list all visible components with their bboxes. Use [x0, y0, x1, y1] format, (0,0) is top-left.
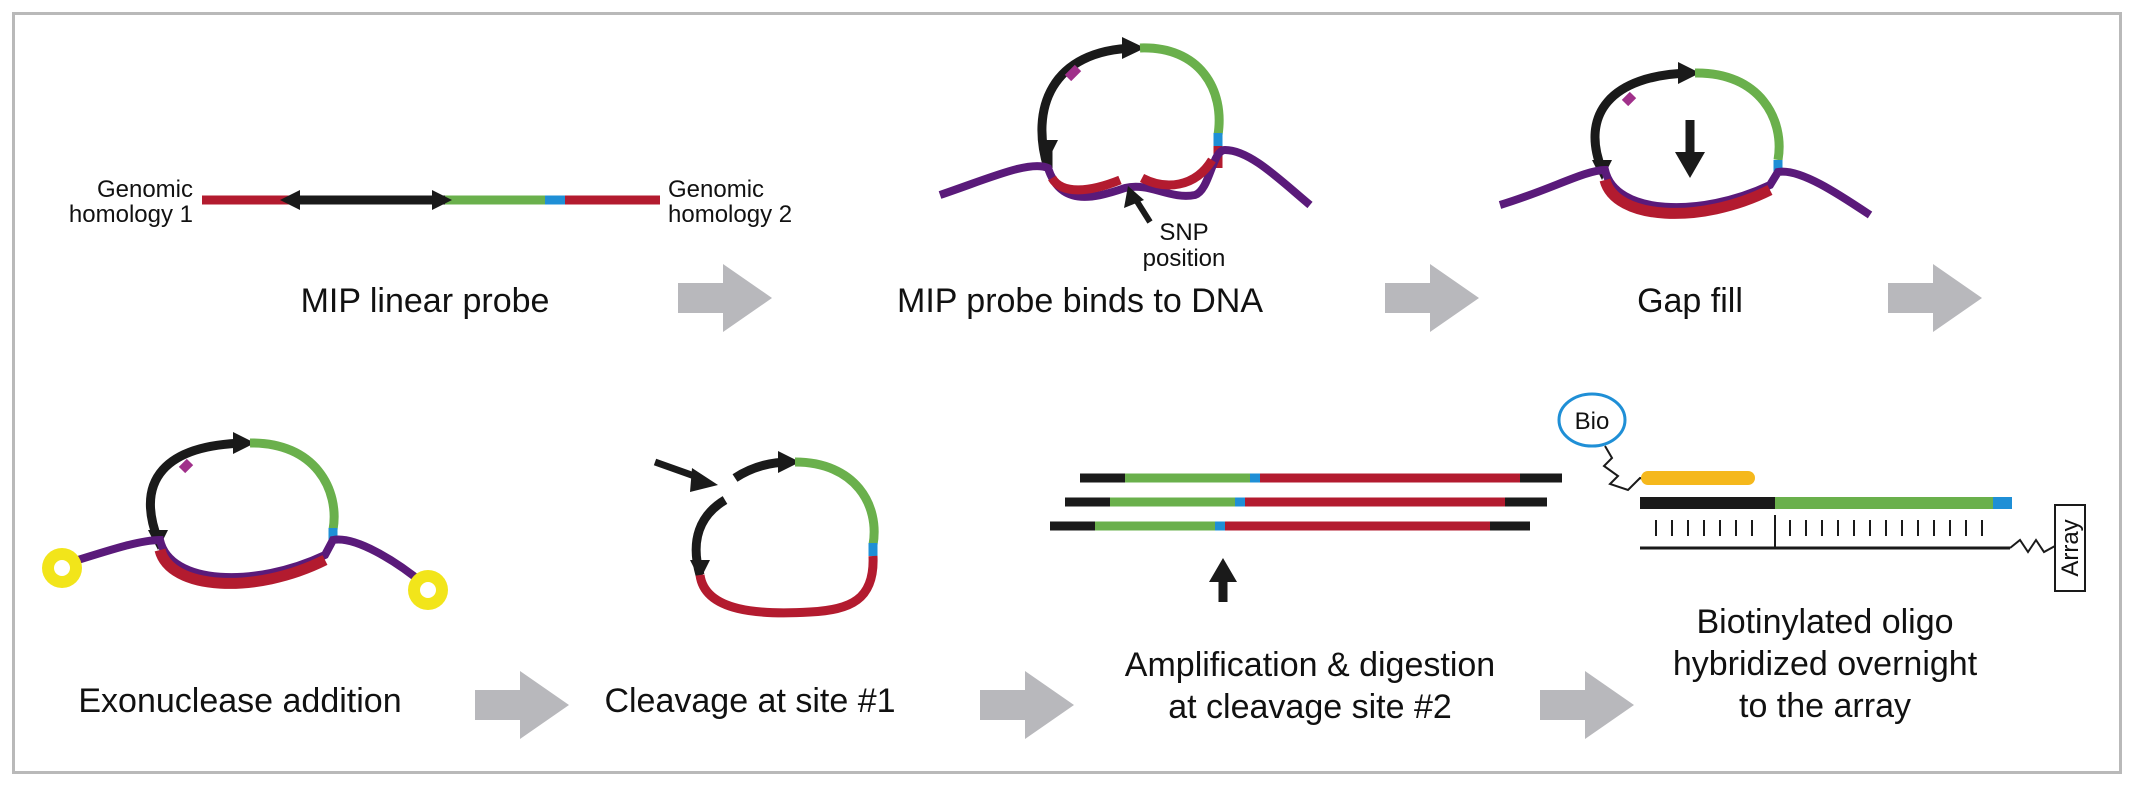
cleavage-arrow-icon: [690, 468, 718, 492]
caption-step7-line1: Biotinylated oligo: [1696, 603, 1953, 641]
array-label: Array: [2057, 519, 2084, 576]
gapfill-down-arrow-icon: [1675, 152, 1705, 178]
step-arrow-6-icon: [1540, 671, 1634, 739]
step-arrow-2-icon: [1385, 264, 1479, 332]
caption-step4: Exonuclease addition: [78, 682, 401, 720]
genomic-homology-1-line2: homology 1: [69, 201, 193, 228]
diagram-frame: [12, 12, 2122, 774]
exo-arrowhead-right-icon: [233, 432, 255, 454]
snp-position-line1: SNP: [1159, 219, 1208, 246]
step-arrow-1-icon: [678, 264, 772, 332]
cleave-arrowhead-down-icon: [690, 560, 710, 580]
caption-step6-line2: at cleavage site #2: [1168, 688, 1452, 726]
caption-step5: Cleavage at site #1: [604, 682, 895, 720]
biotin-label-bubble: [1557, 392, 1627, 448]
caption-step3: Gap fill: [1637, 282, 1743, 320]
step7-biotinylated-oligo: Bio Array: [1557, 392, 2086, 592]
caption-step7-line2: hybridized overnight: [1673, 645, 1978, 683]
cleave-arrowhead-right-icon: [778, 451, 800, 473]
gapfill-arrowhead-right-icon: [1678, 62, 1700, 84]
left-arrowhead-icon: [280, 190, 300, 210]
step2-probe-binds: SNP position: [938, 37, 1313, 272]
genomic-homology-2-line1: Genomic: [668, 176, 764, 203]
caption-step2: MIP probe binds to DNA: [897, 282, 1263, 320]
genomic-homology-1-line1: Genomic: [97, 176, 193, 203]
caption-step7-line3: to the array: [1739, 687, 1911, 725]
biotin-label: Bio: [1575, 408, 1610, 435]
step-arrow-4-icon: [475, 671, 569, 739]
right-arrowhead-icon: [432, 190, 452, 210]
step3-gap-fill: [1498, 62, 1873, 219]
step4-exonuclease: [42, 432, 448, 610]
step6-amplification: [1050, 473, 1562, 602]
caption-step6-line1: Amplification & digestion: [1125, 646, 1495, 684]
probe-arrowhead-down-icon: [1038, 140, 1058, 160]
snp-arrow-icon: [1124, 186, 1144, 208]
caption-step1: MIP linear probe: [301, 282, 550, 320]
digestion-up-arrow-icon: [1209, 558, 1237, 582]
probe-arrowhead-right-icon: [1122, 37, 1145, 59]
snp-position-line2: position: [1143, 245, 1226, 272]
array-box: [2054, 504, 2086, 592]
genomic-homology-2-line2: homology 2: [668, 201, 792, 228]
step1-linear-probe: Genomic homology 1 Genomic homology 2: [69, 176, 792, 228]
step-arrow-3-icon: [1888, 264, 1982, 332]
step5-cleavage: [653, 451, 879, 618]
hybridization-ticks: [1655, 520, 1983, 536]
step-arrow-5-icon: [980, 671, 1074, 739]
